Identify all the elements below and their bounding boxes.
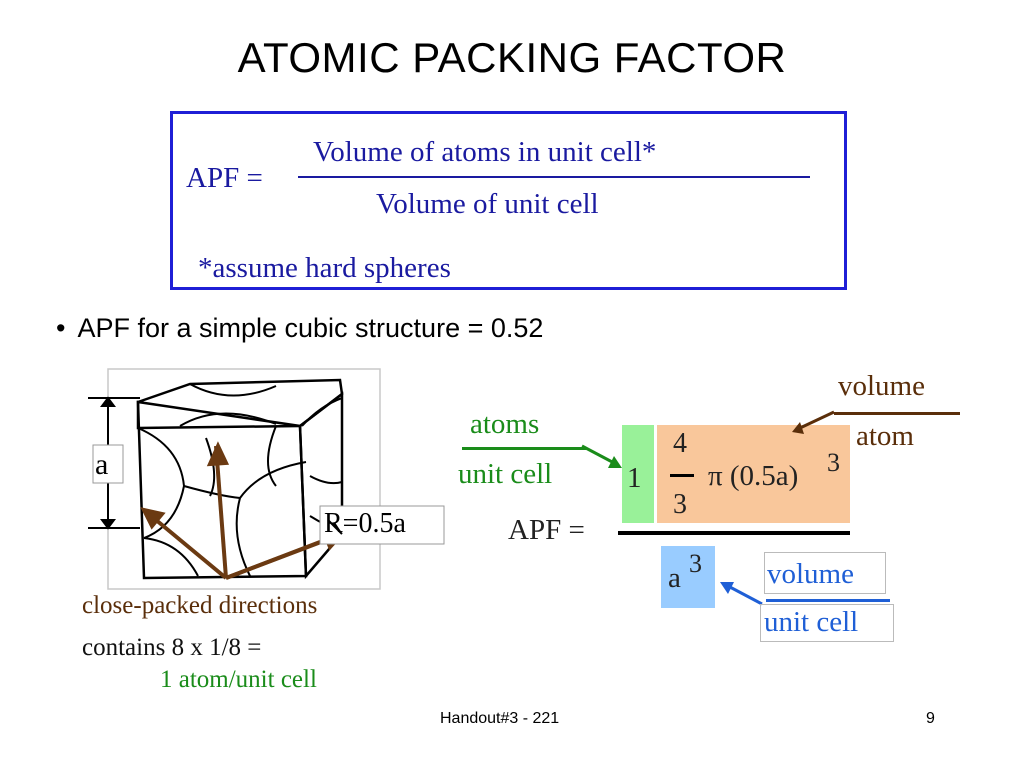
volume-exponent: 3 (827, 448, 840, 477)
fraction-numerator: 4 (673, 428, 687, 459)
simple-cubic-figure (88, 368, 445, 590)
apf-lhs-calc: APF = (508, 514, 585, 546)
radius-label: R=0.5a (324, 508, 406, 539)
atom-count-box (622, 425, 654, 523)
brown-arrow (792, 410, 835, 434)
definition-fraction-line (298, 176, 810, 178)
caption-contains: contains 8 x 1/8 = (82, 634, 262, 661)
edge-label: a (95, 448, 109, 481)
cell-volume-fraction-line (766, 599, 890, 602)
apf-definition-box (170, 111, 847, 290)
volume-label: volume (838, 370, 925, 402)
blue-arrow (720, 582, 763, 606)
bullet-text: APF for a simple cubic structure = 0.52 (77, 313, 544, 343)
definition-footnote: *assume hard spheres (198, 252, 451, 284)
unit-cell-label: unit cell (458, 458, 553, 490)
bullet-marker: • (56, 313, 66, 343)
apf-main-fraction-line (618, 531, 850, 535)
caption-close-packed-directions: close-packed directions (82, 592, 318, 619)
fraction-denominator: 3 (673, 489, 687, 520)
cell-volume-base: a (668, 562, 681, 594)
radius-label-box (319, 505, 445, 545)
page-number: 9 (926, 710, 935, 727)
unit-cell-label-frame (760, 604, 894, 642)
atom-count: 1 (627, 462, 642, 494)
green-arrow (581, 444, 622, 468)
bullet-item: • APF for a simple cubic structure = 0.52 (56, 313, 543, 344)
apf-lhs: APF = (186, 162, 263, 194)
caption-atoms-per-cell: 1 atom/unit cell (160, 666, 317, 693)
figure-frame (107, 368, 381, 590)
volume-label-blue: volume (767, 558, 854, 590)
footer-handout: Handout#3 - 221 (440, 710, 560, 727)
volume-label-frame (764, 552, 886, 594)
definition-denominator: Volume of unit cell (376, 188, 599, 220)
cell-volume-exponent: 3 (689, 549, 702, 578)
cell-volume-box (661, 546, 715, 608)
atoms-label: atoms (470, 408, 540, 440)
unit-cell-label-blue: unit cell (764, 606, 859, 638)
page-title: ATOMIC PACKING FACTOR (237, 34, 787, 81)
pi-term: π (0.5a) (708, 460, 799, 492)
volume-fraction-line (834, 412, 960, 415)
atoms-fraction-line (462, 447, 586, 450)
atom-label: atom (856, 420, 914, 452)
definition-numerator: Volume of atoms in unit cell* (313, 136, 657, 168)
atom-arcs (137, 383, 343, 577)
fraction-line-small (670, 474, 694, 477)
